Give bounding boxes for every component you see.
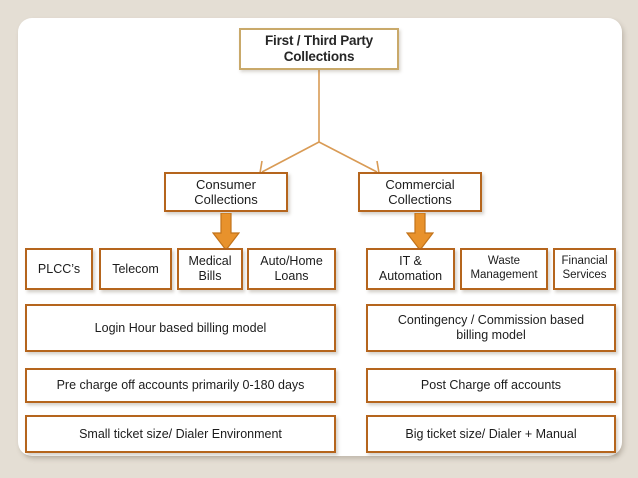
- category-box-medical-bills: Medical Bills: [177, 248, 243, 290]
- category-waste-line-1: Waste: [487, 255, 521, 268]
- category-it-line-2: Automation: [378, 269, 443, 283]
- attribute-box-consumer-billing-model: Login Hour based billing model: [25, 304, 336, 352]
- block-arrow-down-commercial: [406, 213, 434, 251]
- attribute-box-commercial-billing-model: Contingency / Commission based billing m…: [366, 304, 616, 352]
- category-plccs-line-1: PLCC’s: [37, 261, 81, 276]
- block-arrow-down-consumer: [212, 213, 240, 251]
- branch-consumer-line-1: Consumer: [196, 176, 256, 192]
- attribute-commercial-ticket-line-1: Big ticket size/ Dialer + Manual: [405, 426, 577, 441]
- category-financial-line-1: Financial: [561, 255, 608, 268]
- category-box-auto-home-loans: Auto/Home Loans: [247, 248, 336, 290]
- category-medical-line-2: Bills: [198, 269, 222, 283]
- category-waste-line-2: Management: [470, 269, 538, 281]
- branch-consumer-line-2: Collections: [194, 192, 258, 207]
- category-box-plccs: PLCC’s: [25, 248, 93, 290]
- category-box-waste-management: Waste Management: [460, 248, 548, 290]
- category-auto-home-line-1: Auto/Home: [260, 254, 323, 269]
- attribute-consumer-stage-line-1: Pre charge off accounts primarily 0-180 …: [56, 378, 305, 393]
- category-medical-line-1: Medical: [188, 254, 232, 269]
- branch-commercial-line-1: Commercial: [385, 176, 455, 192]
- branch-box-consumer: Consumer Collections: [164, 172, 288, 212]
- category-auto-home-line-2: Loans: [274, 269, 309, 283]
- category-box-financial-services: Financial Services: [553, 248, 616, 290]
- title-line-1: First / Third Party: [265, 33, 373, 49]
- title-box: First / Third Party Collections: [239, 28, 399, 70]
- category-it-line-1: IT &: [399, 254, 422, 269]
- category-box-it-automation: IT & Automation: [366, 248, 455, 290]
- title-line-2: Collections: [283, 49, 355, 64]
- branch-box-commercial: Commercial Collections: [358, 172, 482, 212]
- attribute-box-consumer-account-stage: Pre charge off accounts primarily 0-180 …: [25, 368, 336, 403]
- attribute-consumer-ticket-line-1: Small ticket size/ Dialer Environment: [79, 426, 282, 441]
- attribute-box-commercial-ticket-size: Big ticket size/ Dialer + Manual: [366, 415, 616, 453]
- attribute-commercial-billing-line-1: Contingency / Commission based: [397, 313, 585, 328]
- attribute-box-consumer-ticket-size: Small ticket size/ Dialer Environment: [25, 415, 336, 453]
- attribute-commercial-billing-line-2: billing model: [456, 328, 526, 342]
- category-telecom-line-1: Telecom: [112, 261, 159, 276]
- branch-commercial-line-2: Collections: [388, 192, 452, 207]
- category-financial-line-2: Services: [562, 269, 607, 281]
- attribute-consumer-billing-line-1: Login Hour based billing model: [94, 320, 267, 335]
- category-box-telecom: Telecom: [99, 248, 172, 290]
- attribute-box-commercial-account-stage: Post Charge off accounts: [366, 368, 616, 403]
- attribute-commercial-stage-line-1: Post Charge off accounts: [420, 378, 562, 393]
